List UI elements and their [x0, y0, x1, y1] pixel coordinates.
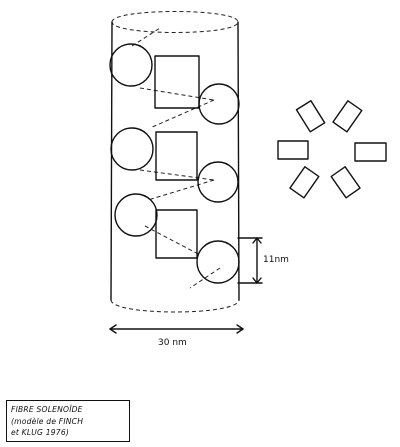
side-view-1: [154, 55, 200, 109]
nucleosome-side-views: [154, 55, 200, 259]
nucleosome-5: [114, 193, 158, 237]
height-dimension: 11nm: [237, 237, 289, 284]
linker-dna: [131, 27, 221, 289]
rosette-block-top-left: [295, 100, 326, 133]
width-label: 30 nm: [158, 338, 187, 348]
cylinder-bottom-ellipse: [110, 299, 240, 313]
rosette-block-left: [277, 140, 309, 160]
nucleosome-3: [110, 127, 154, 171]
cylinder-left-wall: [110, 21, 113, 301]
cylinder-top-ellipse: [111, 11, 239, 33]
nucleosome-4: [197, 161, 239, 203]
cylinder-right-wall: [237, 21, 240, 301]
caption-line-1: FIBRE SOLENOÏDE: [11, 405, 83, 414]
nucleosome-1: [109, 43, 153, 87]
rosette-block-bottom-right: [330, 166, 361, 199]
caption-line-2: (modèle de FINCH: [11, 416, 84, 426]
cylinder: [110, 11, 240, 313]
nucleosome-circles: [109, 43, 240, 284]
top-view-rosette: [277, 100, 387, 199]
height-label: 11nm: [263, 255, 289, 265]
side-view-3: [155, 209, 198, 259]
caption-line-3: et KLUG 1976): [11, 428, 70, 437]
side-view-2: [155, 131, 198, 181]
rosette-block-top-right: [332, 100, 363, 133]
nucleosome-6: [196, 240, 240, 284]
rosette-block-right: [354, 142, 387, 162]
caption-box: FIBRE SOLENOÏDE (modèle de FINCH et KLUG…: [6, 400, 130, 442]
rosette-block-bottom-left: [289, 166, 320, 199]
width-dimension: 30 nm: [109, 324, 244, 348]
